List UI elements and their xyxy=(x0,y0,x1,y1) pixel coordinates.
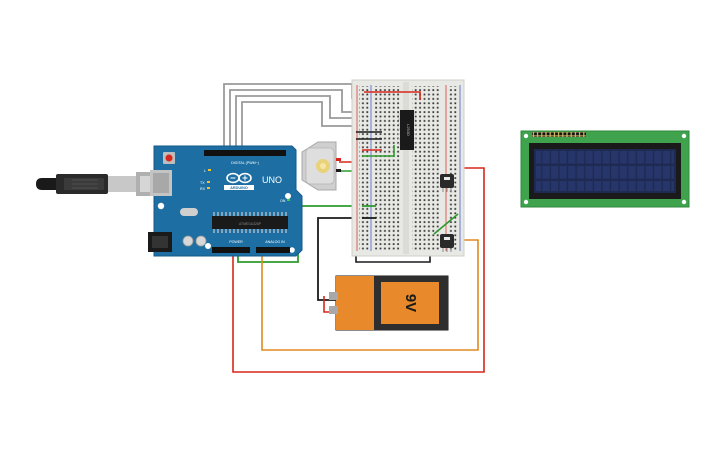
mount-hole xyxy=(157,202,165,210)
digital-header-label: DIGITAL (PWM~) xyxy=(231,161,259,165)
center-channel xyxy=(403,82,409,254)
lcd-mount-hole xyxy=(681,199,687,205)
led-rx-icon xyxy=(207,187,210,189)
crystal-icon xyxy=(180,208,198,216)
mount-hole xyxy=(205,243,211,249)
usb-cable[interactable] xyxy=(36,172,170,196)
capacitor-icon xyxy=(182,235,194,247)
battery-label: 9V xyxy=(402,294,419,312)
battery-terminal-neg[interactable] xyxy=(329,292,338,300)
battery-terminal-pos[interactable] xyxy=(329,306,338,314)
power-header-pins xyxy=(212,247,250,253)
capacitor-icon xyxy=(195,235,207,247)
gray-signal-wires[interactable] xyxy=(223,83,366,151)
transistor-marking xyxy=(444,237,450,240)
analog-header-pins xyxy=(256,247,290,253)
lcd-mount-hole xyxy=(523,133,529,139)
right-terminal-holes[interactable] xyxy=(412,86,440,250)
arduino-logo-icon xyxy=(226,172,252,184)
dc-motor[interactable] xyxy=(301,141,341,191)
motor-shaft-core xyxy=(320,163,326,169)
green-wire-arduino[interactable] xyxy=(237,205,362,263)
arduino-uno[interactable]: DIGITAL (PWM~) ARDUINO UNO L TX RX ON xyxy=(148,145,303,257)
left-terminal-holes[interactable] xyxy=(375,86,401,250)
transistor-marking xyxy=(444,177,450,180)
reset-button-cap[interactable] xyxy=(165,154,173,162)
battery-cap xyxy=(336,276,374,330)
red-power-wire[interactable] xyxy=(232,167,485,373)
motor-terminal-pos[interactable] xyxy=(336,158,341,161)
lcd-pin-header-pins xyxy=(532,132,586,137)
usb-port-inner xyxy=(153,173,169,193)
ic-label: L293D xyxy=(406,124,411,136)
led-rx-label: RX xyxy=(200,187,206,191)
lcd-mount-hole xyxy=(523,199,529,205)
on-label: ON xyxy=(280,199,286,203)
battery-9v[interactable]: 9V xyxy=(329,275,449,331)
on-led-icon xyxy=(287,199,290,201)
power-jack-inner xyxy=(152,236,168,248)
breadboard-wires-top xyxy=(356,91,459,235)
board-brand: UNO xyxy=(262,175,282,185)
breadboard[interactable] xyxy=(351,79,465,257)
microcontroller-chip xyxy=(212,216,288,229)
motor-terminal-neg[interactable] xyxy=(336,169,341,172)
led-l-label: L xyxy=(204,169,206,173)
transistor-lower[interactable] xyxy=(440,234,454,252)
power-header-label: POWER xyxy=(229,240,243,244)
digital-header-pins xyxy=(204,150,286,156)
mount-hole xyxy=(289,247,295,253)
left-rail-holes[interactable] xyxy=(359,86,369,250)
led-l-icon xyxy=(208,169,211,171)
lcd-character-cells xyxy=(536,151,674,191)
led-tx-icon xyxy=(207,181,210,183)
chip-label: ATMEGA328P xyxy=(239,222,262,226)
lcd-mount-hole xyxy=(681,133,687,139)
maker-badge xyxy=(224,185,254,190)
analog-header-label: ANALOG IN xyxy=(265,240,285,244)
right-rail-holes[interactable] xyxy=(448,86,458,250)
transistor-upper[interactable] xyxy=(440,174,454,192)
battery-label-plate xyxy=(381,282,439,324)
motor-driver-ic[interactable]: L293D xyxy=(398,110,416,150)
led-tx-label: TX xyxy=(200,181,205,185)
mount-hole xyxy=(285,193,291,199)
black-battery-wire[interactable] xyxy=(317,217,362,301)
maker-badge-text: ARDUINO xyxy=(230,186,248,190)
orange-signal-wire[interactable] xyxy=(261,239,479,351)
lcd-16x2[interactable] xyxy=(520,130,690,208)
